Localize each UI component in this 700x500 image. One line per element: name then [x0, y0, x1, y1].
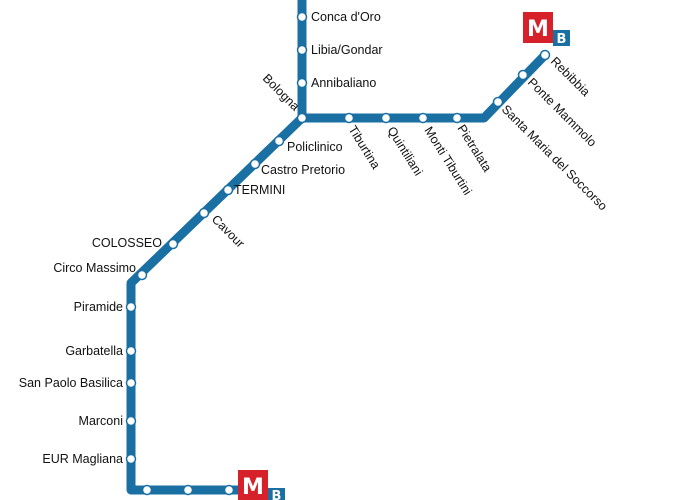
station-label: Bologna	[260, 71, 302, 113]
station-marker-partial	[182, 484, 194, 496]
station-cavour[interactable]: Cavour	[198, 207, 248, 251]
metro-logo-letter: M	[242, 475, 264, 500]
metro-logo-letter: M	[527, 17, 549, 42]
station-label: EUR Magliana	[42, 452, 123, 466]
station-marker	[222, 184, 234, 196]
line-b-badge	[268, 488, 285, 500]
station-marker-partial	[223, 484, 235, 496]
station-label: Rebibbia	[548, 54, 593, 99]
station-label: Marconi	[79, 414, 123, 428]
station-marker	[539, 49, 551, 61]
track-rebibbia-branch	[479, 50, 550, 123]
station-label: Quintiliani	[384, 124, 425, 178]
station-marker	[125, 377, 137, 389]
station-marker	[492, 96, 504, 108]
station-quintiliani[interactable]: Quintiliani	[380, 112, 426, 179]
station-marker-partial	[141, 484, 153, 496]
station-eur-magliana[interactable]: EUR Magliana	[42, 452, 137, 466]
station-marker	[296, 11, 308, 23]
station-marker	[125, 453, 137, 465]
station-label: Conca d'Oro	[311, 10, 381, 24]
station-label: Circo Massimo	[53, 261, 136, 275]
station-label: San Paolo Basilica	[19, 376, 123, 390]
station-marker	[380, 112, 392, 124]
station-colosseo[interactable]: COLOSSEO	[92, 236, 179, 250]
station-label: Tiburtina	[345, 123, 382, 171]
line-b-badge	[553, 30, 570, 46]
line-b-badge-letter: B	[557, 32, 567, 47]
station-marker	[517, 69, 529, 81]
station-label: Cavour	[209, 212, 247, 250]
metro-logo-rebibbia-terminus: M B	[523, 12, 570, 47]
station-libia-gondar[interactable]: Libia/Gondar	[296, 43, 383, 57]
station-marker	[296, 44, 308, 56]
station-marker	[167, 238, 179, 250]
station-garbatella[interactable]: Garbatella	[65, 344, 137, 358]
station-piramide[interactable]: Piramide	[74, 300, 137, 314]
station-label: Libia/Gondar	[311, 43, 383, 57]
station-label: Santa Maria del Soccorso	[499, 102, 610, 213]
line-b-badge-letter: B	[272, 489, 282, 500]
station-marker	[125, 415, 137, 427]
track-main-line	[126, 113, 484, 495]
station-marker	[296, 77, 308, 89]
metro-logo-red-square	[523, 12, 553, 43]
metro-logo-red-square	[238, 470, 268, 500]
station-castro-pretorio[interactable]: Castro Pretorio	[249, 158, 346, 178]
station-marker	[451, 112, 463, 124]
station-termini[interactable]: TERMINI	[222, 183, 286, 197]
station-marker	[125, 345, 137, 357]
station-marker	[343, 112, 355, 124]
station-marker	[136, 269, 148, 281]
station-marker	[125, 301, 137, 313]
station-label: Policlinico	[287, 140, 343, 154]
station-conca-doro[interactable]: Conca d'Oro	[296, 10, 381, 24]
station-san-paolo-basilica[interactable]: San Paolo Basilica	[19, 376, 137, 390]
station-marker	[198, 207, 210, 219]
station-marconi[interactable]: Marconi	[79, 414, 137, 428]
station-santa-maria-del-soccorso[interactable]: Santa Maria del Soccorso	[492, 96, 611, 214]
station-marker	[417, 112, 429, 124]
station-marker	[273, 135, 285, 147]
station-circo-massimo[interactable]: Circo Massimo	[53, 261, 148, 281]
line-b-tracks	[126, 0, 550, 495]
station-label: Castro Pretorio	[261, 163, 345, 177]
metro-logo-southern-terminus: M B	[238, 470, 285, 500]
station-label: Piramide	[74, 300, 123, 314]
station-annibaliano[interactable]: Annibaliano	[296, 76, 377, 90]
station-label: Annibaliano	[311, 76, 376, 90]
station-label: COLOSSEO	[92, 236, 162, 250]
station-marker	[249, 158, 261, 170]
station-marker	[296, 112, 308, 124]
station-policlinico[interactable]: Policlinico	[273, 135, 343, 155]
station-label: Garbatella	[65, 344, 123, 358]
station-label: TERMINI	[234, 183, 285, 197]
